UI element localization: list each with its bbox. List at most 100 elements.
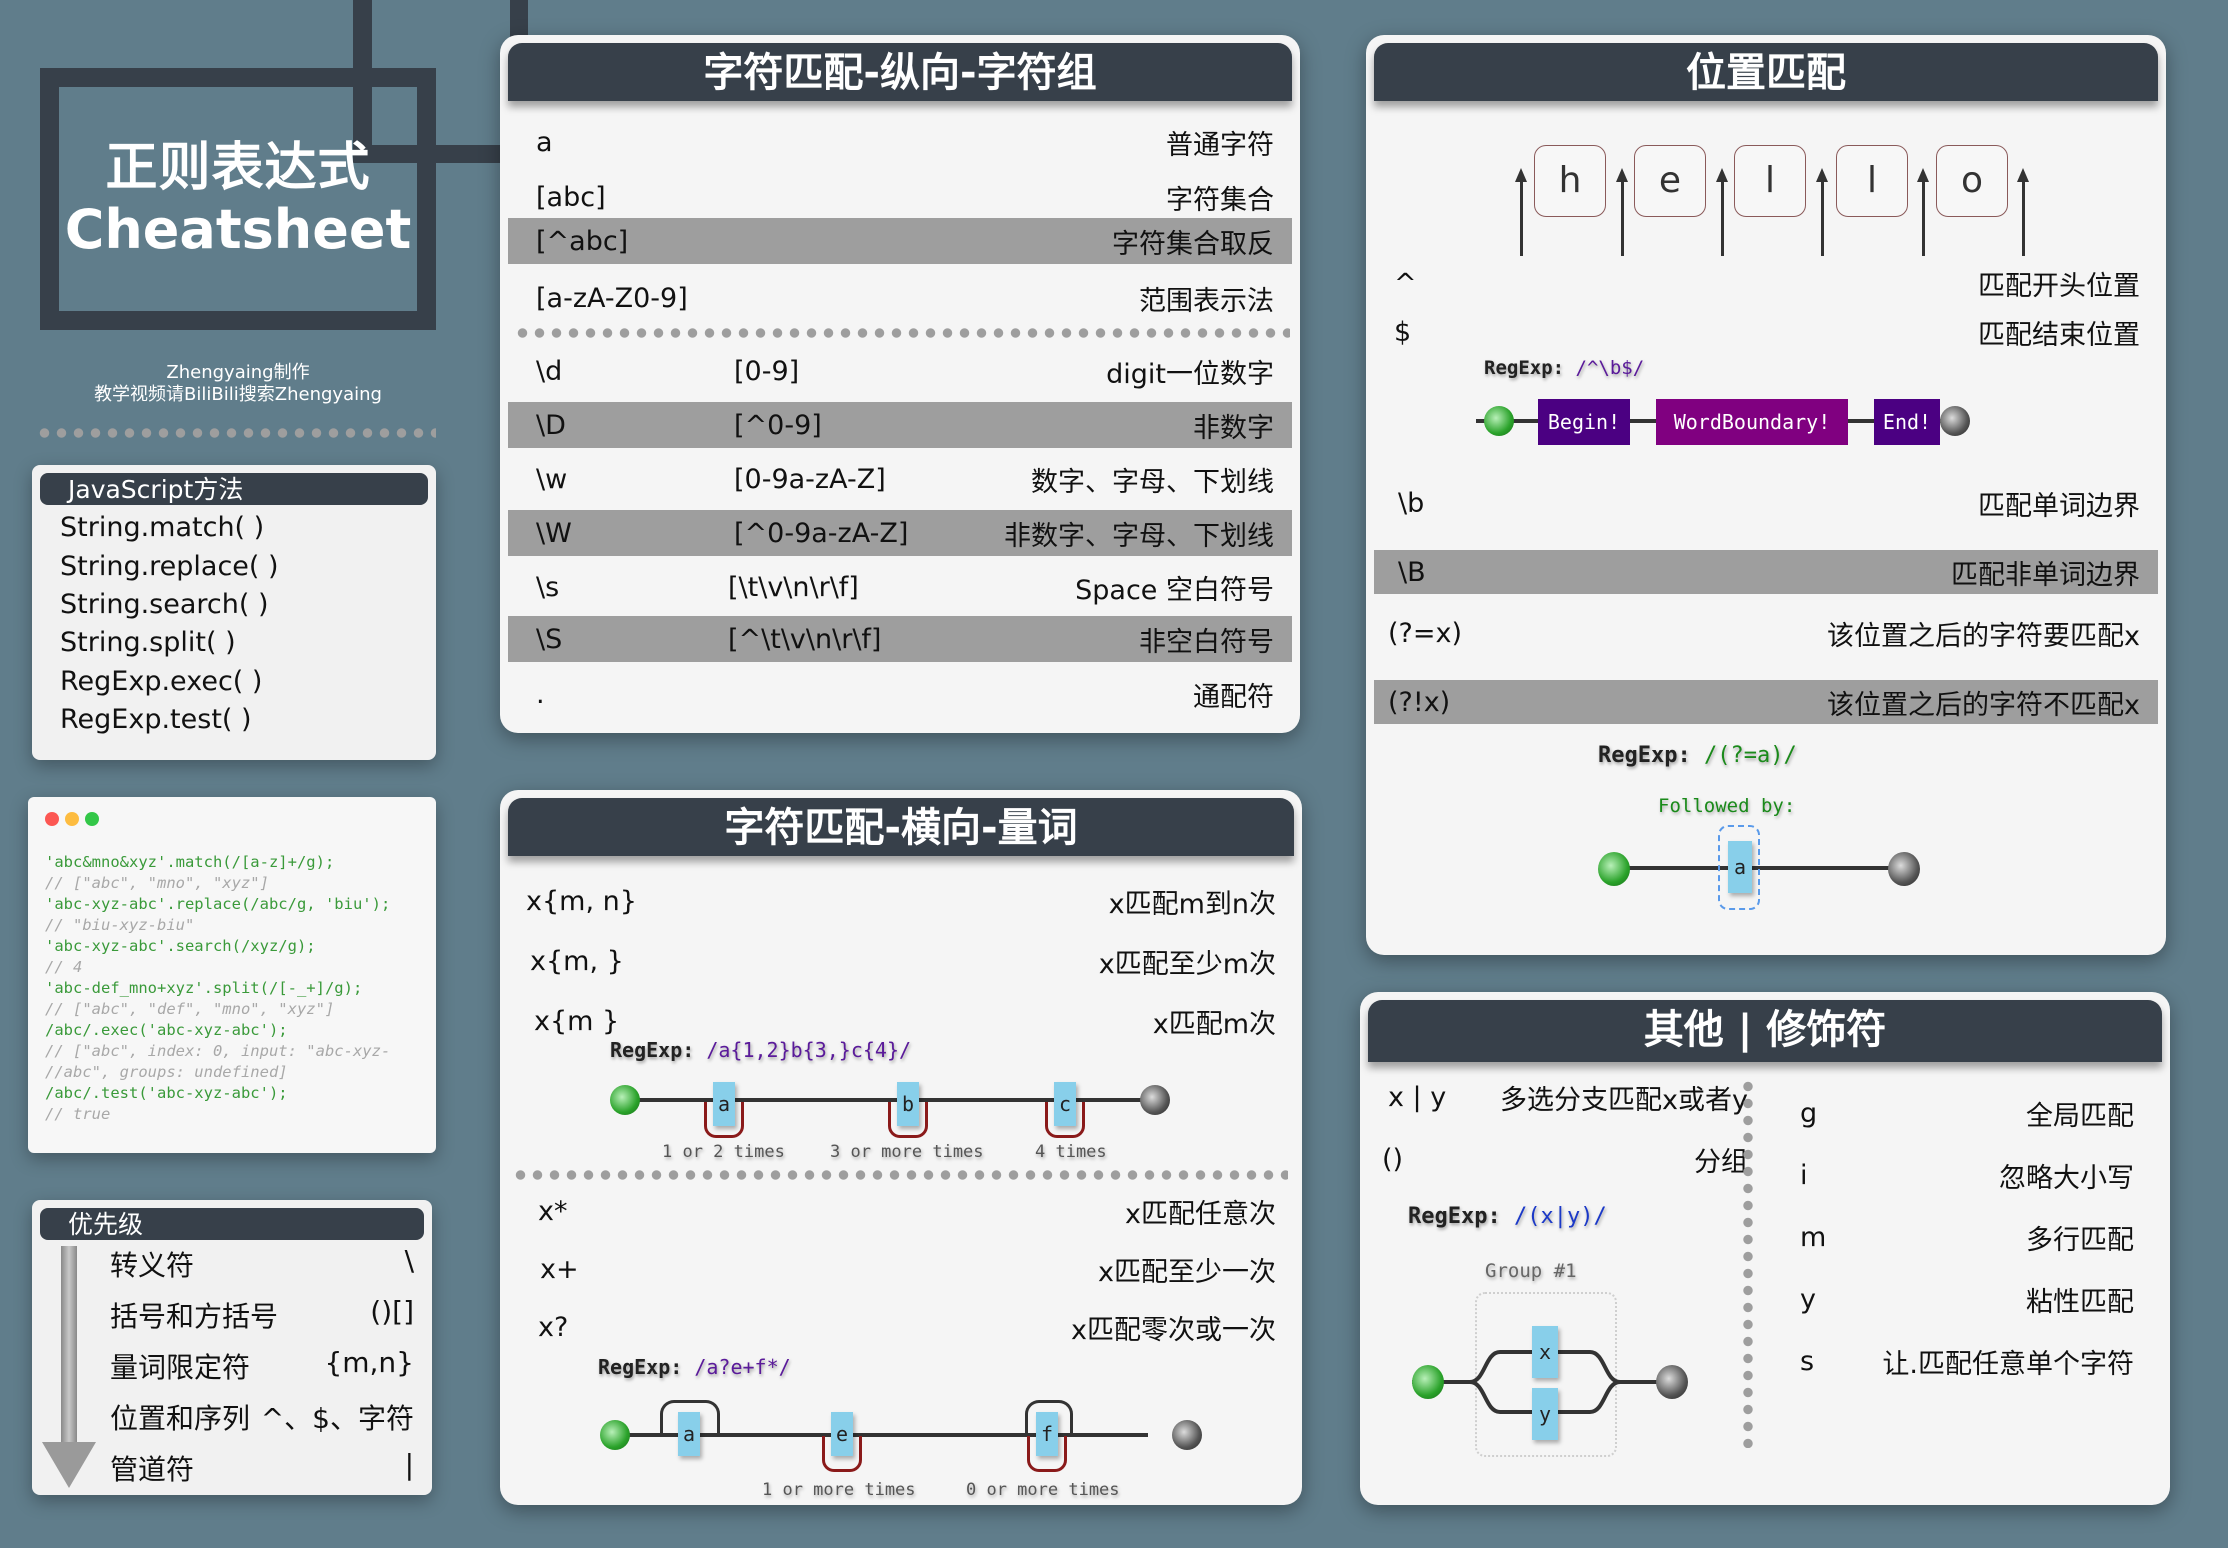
row-desc: 该位置之后的字符不匹配x [1827, 689, 2140, 721]
repeat-loop-icon [888, 1102, 928, 1138]
priority-item: 位置和序列^、$、字符 [110, 1397, 414, 1437]
row-equivalent: [0-9a-zA-Z] [734, 463, 886, 495]
row-key: \W [536, 517, 572, 549]
literal-node: b [897, 1082, 919, 1126]
other-row: () 分组 [1382, 1136, 1748, 1182]
repeat-loop-icon [1045, 1102, 1085, 1138]
start-node-icon [1598, 852, 1630, 886]
literal-node: x [1532, 1326, 1558, 1378]
row-key: ^ [1394, 267, 1417, 299]
priority-item: 管道符| [110, 1448, 414, 1488]
repeat-loop-icon [1027, 1436, 1067, 1472]
regex-label: RegExp: /(?=a)/ [1598, 743, 1797, 768]
position-arrow-icon [1716, 168, 1728, 256]
start-node-icon [600, 1420, 630, 1450]
row-key: \w [536, 463, 568, 495]
code-comment: // ["abc", "def", "mno", "xyz"] [45, 1000, 335, 1018]
row-desc: Space 空白符号 [1075, 574, 1274, 606]
regex-prefix: RegExp: [1484, 357, 1565, 379]
row-desc: 数字、字母、下划线 [1031, 466, 1274, 498]
decor-bar [510, 0, 528, 40]
row-desc: 普通字符 [1166, 129, 1274, 161]
group-caption: Group #1 [1485, 1260, 1577, 1282]
js-method-item: RegExp.exec( ) [60, 666, 263, 697]
row-equivalent: [^\t\v\n\r\f] [728, 623, 882, 655]
row-key: x? [538, 1311, 569, 1343]
char-class-row: \W[^0-9a-zA-Z]非数字、字母、下划线 [508, 510, 1292, 556]
regex-expression: /^\b$/ [1575, 357, 1645, 379]
regex-label: RegExp: /^\b$/ [1484, 357, 1644, 379]
priority-value: {m,n} [324, 1346, 414, 1379]
letter-box: o [1936, 145, 2008, 217]
flag-desc: 忽略大小写 [1999, 1162, 2134, 1194]
flag-key: m [1800, 1221, 1827, 1253]
start-node-icon [1484, 406, 1514, 436]
code-comment: //abc", groups: undefined] [45, 1063, 288, 1081]
repeat-loop-icon [704, 1102, 744, 1138]
end-node-icon [1888, 852, 1920, 886]
priority-item: 量词限定符{m,n} [110, 1346, 414, 1386]
char-class-row: [^abc]字符集合取反 [508, 218, 1292, 264]
regex-label: RegExp: /(x|y)/ [1408, 1204, 1607, 1229]
code-line: 'abc-xyz-abc'.search(/xyz/g); [45, 937, 316, 955]
row-desc: 该位置之后的字符要匹配x [1827, 620, 2140, 652]
row-equivalent: [0-9] [734, 355, 800, 387]
row-key: \s [536, 571, 560, 603]
row-desc: digit一位数字 [1106, 358, 1274, 390]
row-key: $ [1394, 316, 1412, 348]
group-box [1475, 1292, 1617, 1457]
code-comment: // true [45, 1105, 111, 1123]
page-title-en: Cheatsheet [64, 198, 412, 261]
row-key: \b [1398, 487, 1425, 519]
row-key: x{m, } [530, 945, 624, 977]
row-key: () [1382, 1143, 1404, 1175]
anchor-end: End! [1874, 399, 1940, 445]
flag-desc: 多行匹配 [2026, 1224, 2134, 1256]
char-class-row: \w [0-9a-zA-Z] 数字、字母、下划线 [508, 456, 1292, 502]
divider-dots [514, 328, 1290, 338]
char-class-row: [abc]字符集合 [508, 174, 1292, 220]
js-methods-title: JavaScript方法 [40, 473, 428, 505]
literal-node: a [713, 1082, 735, 1126]
row-desc: 非数字 [1193, 412, 1274, 444]
row-key: x | y [1388, 1081, 1447, 1113]
regex-expression: /a{1,2}b{3,}c{4}/ [706, 1038, 912, 1062]
flag-desc: 全局匹配 [2026, 1100, 2134, 1132]
row-key: \S [536, 623, 563, 655]
row-equivalent: [^0-9] [734, 409, 822, 441]
row-desc: 匹配结束位置 [1978, 319, 2140, 351]
position-row: $ 匹配结束位置 [1374, 309, 2158, 355]
letter-box: h [1534, 145, 1606, 217]
page-title-cn: 正则表达式 [105, 138, 371, 198]
flag-key: g [1800, 1097, 1818, 1129]
position-row: (?!x)该位置之后的字符不匹配x [1374, 680, 2158, 724]
letter-box: e [1634, 145, 1706, 217]
row-desc: 匹配单词边界 [1978, 490, 2140, 522]
code-sample-window: 'abc&mno&xyz'.match(/[a-z]+/g); // ["abc… [28, 797, 436, 1153]
regex-expression: /(x|y)/ [1513, 1204, 1607, 1229]
row-key: \d [536, 355, 563, 387]
divider-dots [36, 428, 436, 438]
priority-value: ()[] [370, 1295, 414, 1328]
row-desc: 匹配开头位置 [1978, 270, 2140, 302]
flag-desc: 让.匹配任意单个字符 [1882, 1348, 2134, 1380]
js-method-item: String.replace( ) [60, 551, 279, 582]
code-line: 'abc&mno&xyz'.match(/[a-z]+/g); [45, 853, 335, 871]
repeat-caption: 0 or more times [966, 1480, 1120, 1500]
code-line: 'abc-def_mno+xyz'.split(/[-_+]/g); [45, 979, 363, 997]
other-flags-title: 其他 | 修饰符 [1368, 1000, 2162, 1062]
priority-value: ^、$、字符 [260, 1402, 414, 1435]
row-key: x{m, n} [526, 885, 637, 917]
repeat-caption: 1 or 2 times [662, 1142, 785, 1162]
row-desc: 非空白符号 [1139, 626, 1274, 658]
literal-node: c [1054, 1082, 1076, 1126]
regex-prefix: RegExp: [1408, 1204, 1501, 1229]
position-arrow-icon [1616, 168, 1628, 256]
row-desc: 分组 [1694, 1146, 1748, 1178]
anchor-begin: Begin! [1538, 399, 1630, 445]
quantifier-panel: 字符匹配-横向-量词 x{m, n}x匹配m到n次 x{m, }x匹配至少m次 … [500, 790, 1302, 1505]
position-row: \b 匹配单词边界 [1374, 480, 2158, 526]
